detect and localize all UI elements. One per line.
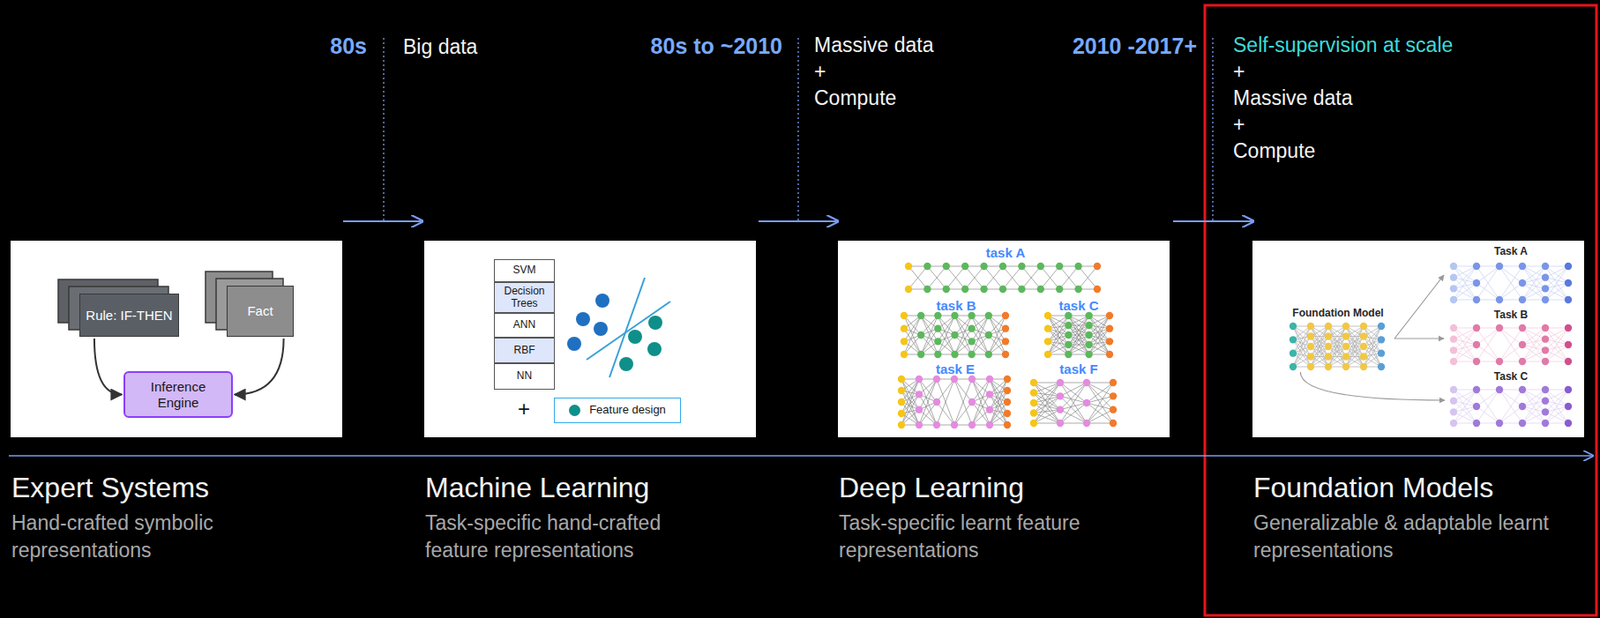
timeline-note: + xyxy=(1233,112,1245,137)
timeline-note: Massive data xyxy=(1233,86,1354,111)
era-subtitle: Generalizable & adaptable learnt represe… xyxy=(1253,509,1558,565)
era-title: Machine Learning xyxy=(425,471,650,505)
network-tag: Task C xyxy=(1446,370,1576,431)
network-label: Task A xyxy=(1446,245,1576,258)
panel-bg xyxy=(10,240,343,438)
era-panel: Machine LearningTask-specific hand-craft… xyxy=(424,240,756,438)
text-box: RBF xyxy=(493,337,555,364)
scatter-plot xyxy=(567,277,671,378)
task-label: task F xyxy=(1059,361,1098,377)
panel-bg xyxy=(837,240,1170,438)
text-box: Feature design xyxy=(553,397,681,424)
connector xyxy=(1394,337,1444,339)
box-label: SVM xyxy=(512,264,536,277)
timeline-note: + xyxy=(517,396,531,422)
network-label: Task C xyxy=(1446,370,1576,383)
box-label: Decision Trees xyxy=(498,285,551,311)
network-tag: Task A xyxy=(1446,245,1576,306)
era-arrows xyxy=(343,220,1254,223)
connector xyxy=(1394,275,1444,339)
era-date: 80s xyxy=(329,33,367,60)
timeline-note: Compute xyxy=(1233,139,1316,164)
box-label: Fact xyxy=(246,303,273,319)
text-box: Decision Trees xyxy=(493,282,555,314)
network-illustrations xyxy=(897,262,1572,429)
timeline-note: Self-supervision at scale xyxy=(1233,33,1453,58)
task-label: task A xyxy=(986,245,1025,261)
highlight-frame xyxy=(1204,5,1597,616)
network-label: Foundation Model xyxy=(1284,306,1392,320)
era-title: Foundation Models xyxy=(1253,471,1494,505)
task-label: task B xyxy=(935,298,976,314)
text-box: Inference Engine xyxy=(123,371,233,419)
connector xyxy=(94,338,122,396)
era-dividers xyxy=(383,37,1213,222)
timeline-note: Massive data xyxy=(814,33,935,58)
task-label: task E xyxy=(935,361,975,377)
connector xyxy=(234,338,285,396)
era-subtitle: Task-specific hand-crafted feature repre… xyxy=(425,509,730,565)
text-box: Fact xyxy=(226,285,294,337)
panel-bg xyxy=(1252,240,1585,438)
era-date: 2010 -2017+ xyxy=(1072,33,1197,60)
era-panel: Deep LearningTask-specific learnt featur… xyxy=(837,240,1170,438)
network-tag: Task B xyxy=(1446,308,1576,369)
box-label: RBF xyxy=(514,344,536,358)
era-date: 80s to ~2010 xyxy=(650,33,783,60)
timeline-note: + xyxy=(1233,59,1245,84)
network-label: Task B xyxy=(1446,308,1576,322)
dot-icon xyxy=(568,404,581,417)
era-title: Expert Systems xyxy=(11,471,210,505)
era-title: Deep Learning xyxy=(838,471,1025,505)
task-label: task C xyxy=(1058,298,1099,314)
text-box: SVM xyxy=(493,259,555,283)
box-label: NN xyxy=(516,370,532,383)
box-label: ANN xyxy=(513,319,536,332)
timeline-axis xyxy=(8,455,1593,457)
box-label: Feature design xyxy=(589,403,666,418)
era-subtitle: Hand-crafted symbolic representations xyxy=(11,509,316,565)
era-subtitle: Task-specific learnt feature representat… xyxy=(838,509,1144,565)
box-label: Inference Engine xyxy=(128,379,228,411)
connector xyxy=(1300,372,1445,401)
timeline-note: Big data xyxy=(403,35,478,60)
text-box: NN xyxy=(493,363,555,390)
text-box: Rule: IF-THEN xyxy=(79,293,180,337)
era-panel: Foundation ModelsGeneralizable & adaptab… xyxy=(1252,240,1585,438)
timeline-note: Compute xyxy=(814,86,897,111)
text-box: ANN xyxy=(493,313,555,338)
panel-bg xyxy=(424,240,756,438)
era-panel: Expert SystemsHand-crafted symbolic repr… xyxy=(10,240,343,438)
timeline-note: + xyxy=(814,59,826,84)
network-tag: Foundation Model xyxy=(1284,306,1392,371)
box-label: Rule: IF-THEN xyxy=(85,307,172,323)
